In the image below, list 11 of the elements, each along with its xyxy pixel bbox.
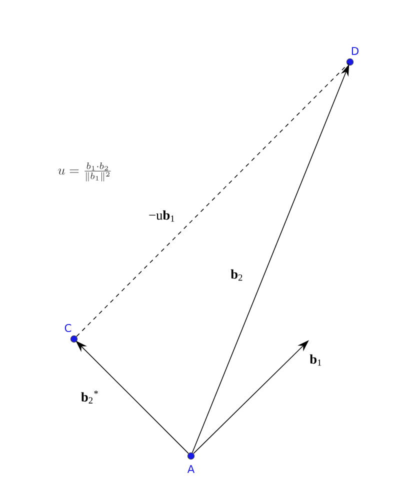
point: D [346, 47, 358, 66]
edge-label: −ub$_{1}$ [149, 210, 174, 222]
formula: $u = \frac{b_1 \cdot b_2}{\|b_1\|^2}$ [58, 162, 111, 182]
edge-label: b$_{2}$* [81, 390, 98, 404]
node-label: C [64, 324, 72, 332]
node-label: A [187, 465, 195, 473]
point: C [64, 324, 78, 343]
edge-label: b$_{2}$ [230, 269, 242, 281]
edge-label: b$_{1}$ [310, 354, 322, 366]
point: A [187, 452, 195, 473]
node-label: D [352, 47, 358, 55]
